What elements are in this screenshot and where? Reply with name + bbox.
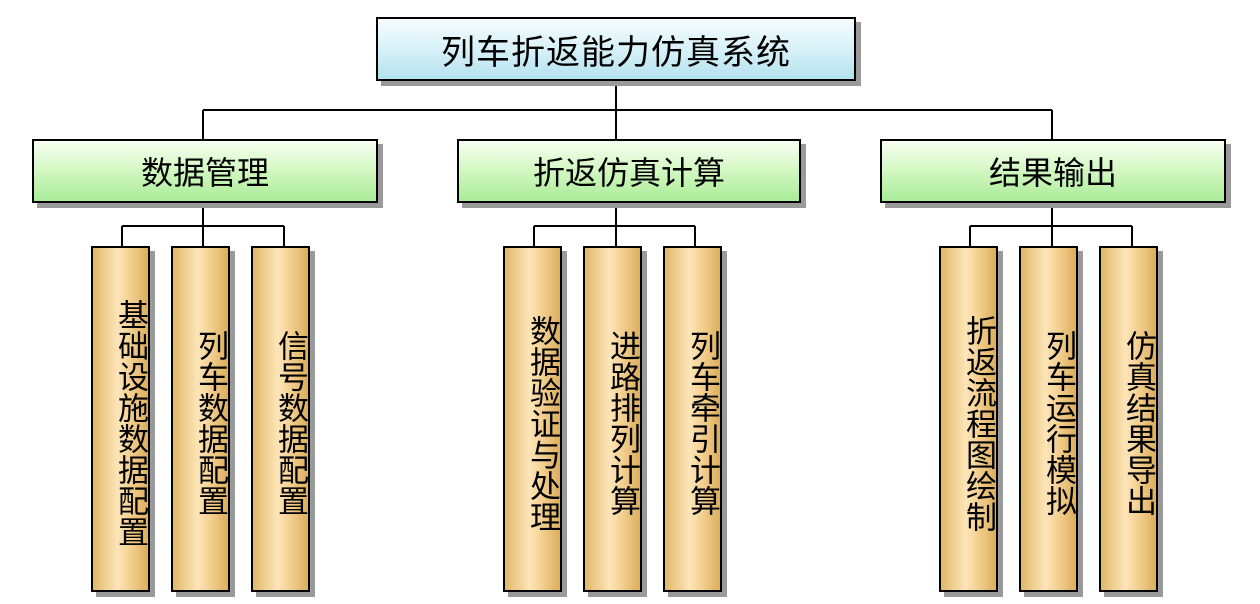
leaf-result-export: 仿真结果导出 xyxy=(1099,246,1158,592)
module-data-management: 数据管理 xyxy=(32,139,378,203)
leaf-data-validation: 数据验证与处理 xyxy=(503,246,562,592)
leaf-turnback-flowchart: 折返流程图绘制 xyxy=(939,246,998,592)
leaf-train-traction-calc: 列车牵引计算 xyxy=(663,246,722,592)
leaf-train-run-simulation: 列车运行模拟 xyxy=(1019,246,1078,592)
module-turnback-simulation: 折返仿真计算 xyxy=(457,139,801,203)
leaf-signal-data-config: 信号数据配置 xyxy=(251,246,310,592)
connector-root-modules xyxy=(202,81,1053,139)
leaf-infrastructure-data-config: 基础设施数据配置 xyxy=(91,246,150,592)
module-result-output: 结果输出 xyxy=(880,139,1226,203)
root-node: 列车折返能力仿真系统 xyxy=(376,17,856,81)
leaf-train-data-config: 列车数据配置 xyxy=(171,246,230,592)
connector-module-3-leaves xyxy=(969,203,1133,246)
leaf-route-setting-calc: 进路排列计算 xyxy=(583,246,642,592)
connector-module-2-leaves xyxy=(533,203,696,246)
connector-module-1-leaves xyxy=(121,203,285,246)
